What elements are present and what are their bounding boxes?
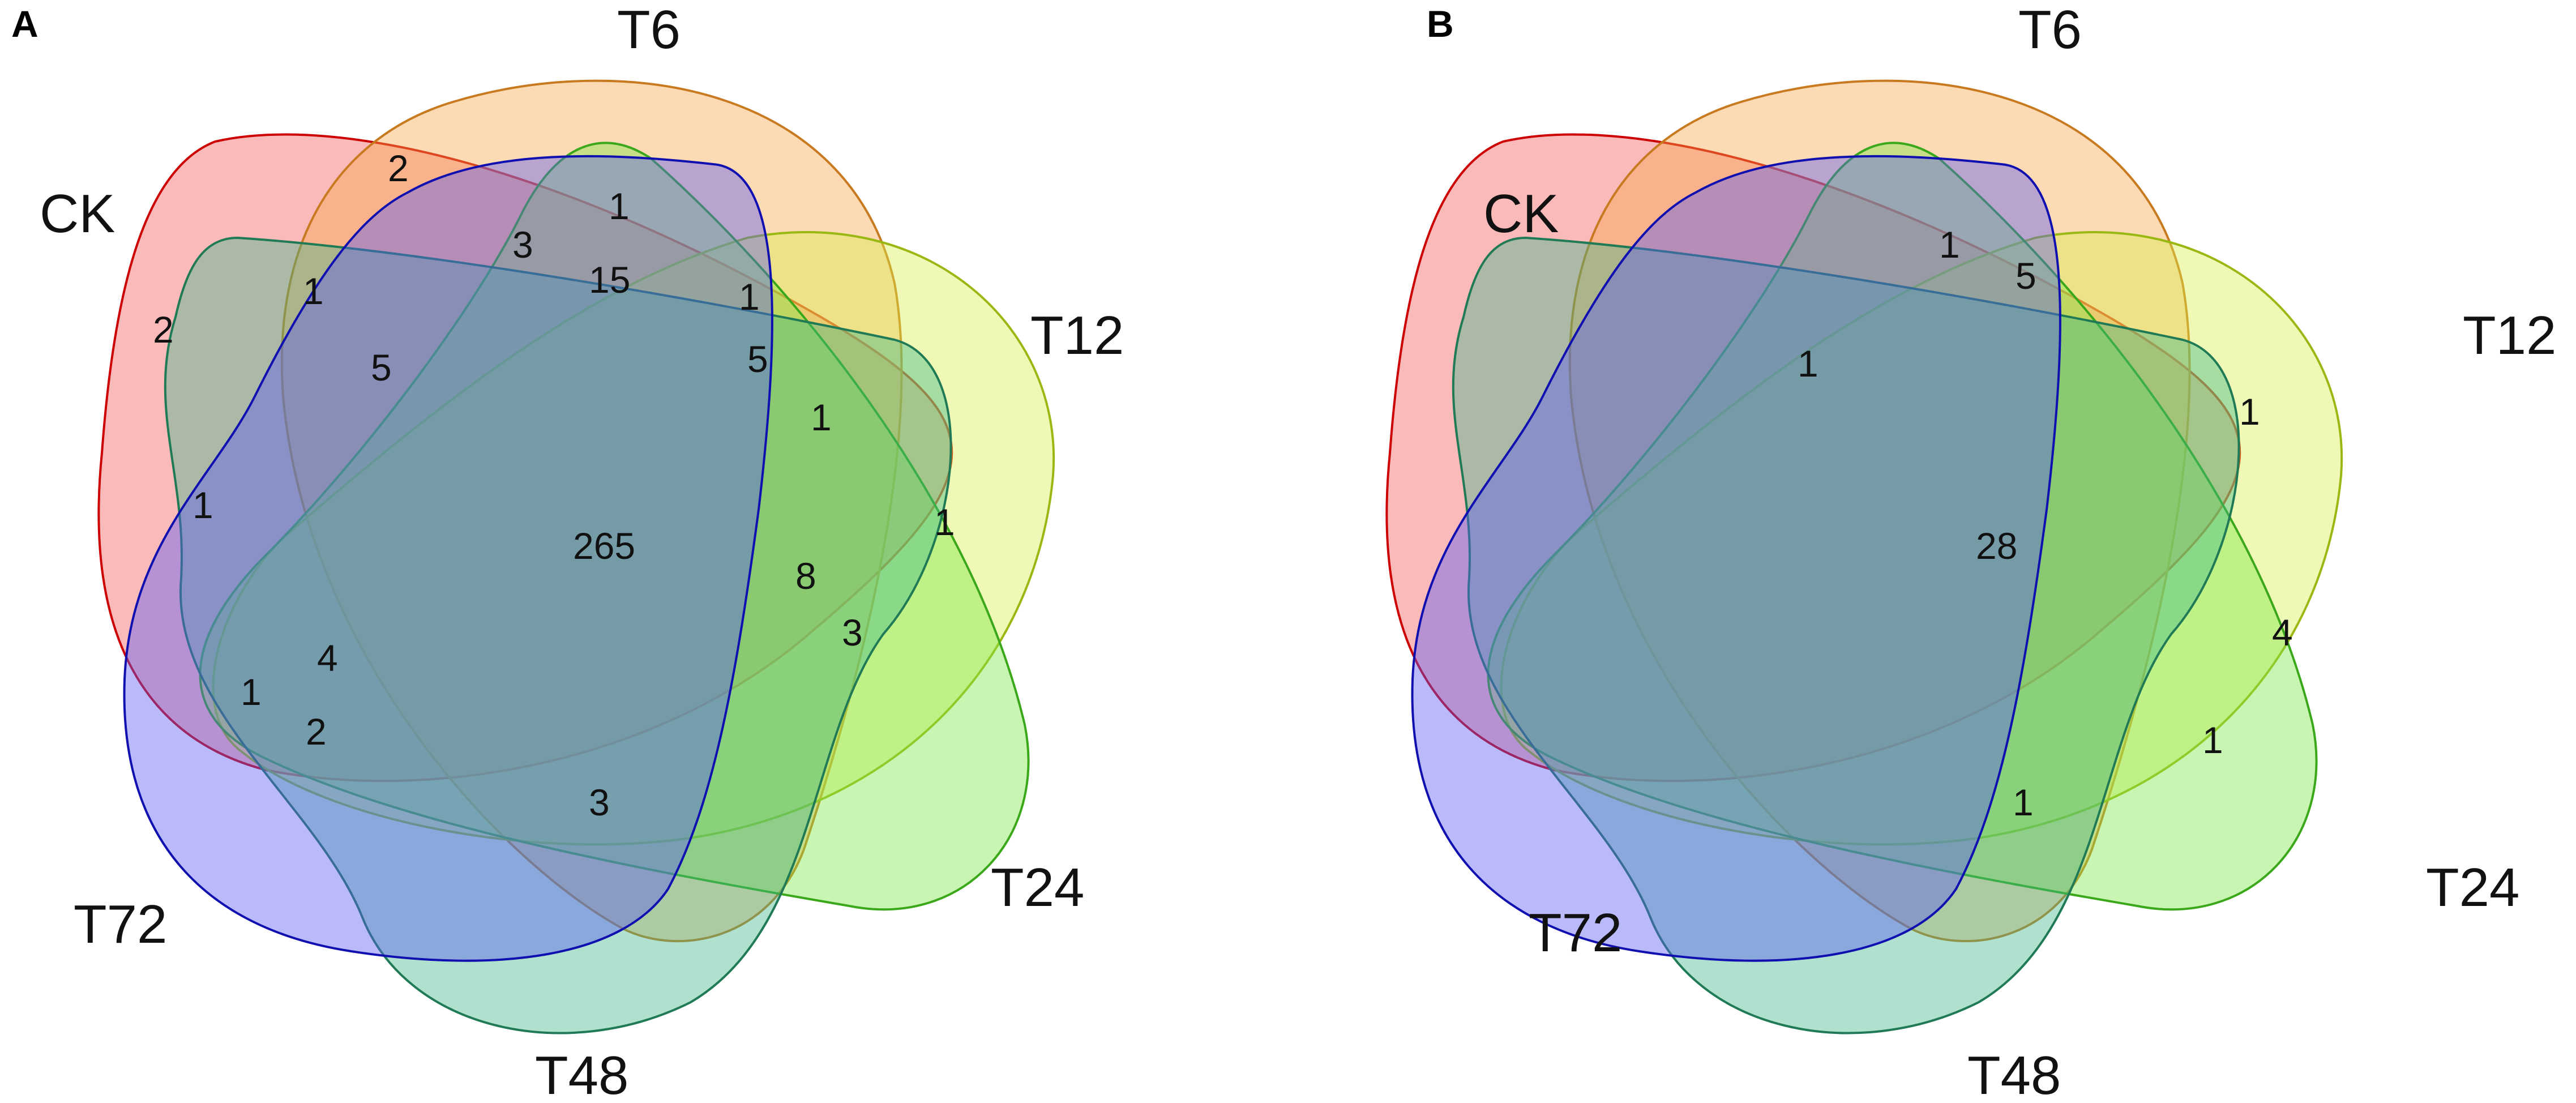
venn-shapes <box>97 79 1055 1034</box>
region-count: 15 <box>589 259 630 301</box>
region-counts: 1 5 1 1 28 4 1 1 <box>1798 224 2293 823</box>
set-label-t24: T24 <box>2426 857 2519 918</box>
set-ellipse-t72 <box>123 155 773 962</box>
set-ellipse-t48 <box>164 236 952 1034</box>
region-count: 3 <box>512 224 533 266</box>
region-count: 2 <box>388 147 409 189</box>
venn-panel-b: B CK T6 T12 T24 T48 T72 1 5 1 1 28 4 1 1 <box>1288 0 2576 1103</box>
set-ellipse-ck <box>97 133 953 783</box>
region-count: 1 <box>241 671 262 713</box>
region-count: 1 <box>303 270 324 312</box>
region-count: 1 <box>1798 343 1818 384</box>
set-label-t72: T72 <box>74 894 167 955</box>
region-count: 1 <box>811 396 832 438</box>
region-count: 28 <box>1976 525 2017 567</box>
set-ellipse-t72 <box>1411 155 2061 962</box>
venn-shapes <box>1385 79 2343 1034</box>
region-count: 2 <box>306 711 327 753</box>
panel-letter: B <box>1427 3 1454 45</box>
venn-panel-a: A CK T6 T12 T24 T48 T72 2 2 1 <box>11 0 1124 1103</box>
set-labels: CK T6 T12 T24 T48 T72 <box>40 0 1124 1103</box>
set-ellipse-t24 <box>1487 142 2318 911</box>
set-label-t12: T12 <box>1030 305 1124 366</box>
region-count: 5 <box>2016 255 2036 297</box>
region-count: 1 <box>934 501 955 543</box>
set-label-t48: T48 <box>535 1045 628 1103</box>
region-count: 1 <box>1939 224 1960 266</box>
venn-diagram-a: A CK T6 T12 T24 T48 T72 2 2 1 <box>11 0 1124 1103</box>
region-count: 1 <box>609 185 630 227</box>
region-count: 4 <box>2272 612 2293 653</box>
set-ellipse-t24 <box>199 142 1030 911</box>
region-count: 3 <box>842 612 863 653</box>
region-count: 3 <box>589 781 610 823</box>
set-label-t48: T48 <box>1967 1045 2061 1103</box>
region-count: 1 <box>2013 781 2034 823</box>
panel-letter: A <box>11 3 38 45</box>
region-count: 265 <box>573 525 635 567</box>
set-ellipse-t48 <box>1452 236 2240 1034</box>
set-label-ck: CK <box>1483 183 1559 244</box>
set-ellipse-ck <box>1385 133 2241 783</box>
region-count: 8 <box>795 555 816 597</box>
region-count: 5 <box>747 338 768 380</box>
set-label-t6: T6 <box>617 0 681 60</box>
region-count: 2 <box>153 309 174 350</box>
region-count: 1 <box>739 276 760 318</box>
region-count: 5 <box>371 347 392 388</box>
set-label-ck: CK <box>40 183 115 244</box>
set-label-t12: T12 <box>2463 305 2556 366</box>
set-ellipse-t6 <box>280 79 903 943</box>
set-labels: CK T6 T12 T24 T48 T72 <box>1483 0 2556 1103</box>
region-count: 1 <box>2202 719 2223 761</box>
region-counts: 2 2 1 3 15 1 1 5 5 1 1 1 265 8 3 4 1 2 3 <box>153 147 955 823</box>
region-count: 1 <box>2239 391 2260 433</box>
set-ellipse-t6 <box>1568 79 2191 943</box>
venn-diagram-b: B CK T6 T12 T24 T48 T72 1 5 1 1 28 4 1 1 <box>1385 0 2556 1103</box>
region-count: 4 <box>317 637 338 679</box>
set-label-t72: T72 <box>1529 903 1622 963</box>
region-count: 1 <box>192 484 213 526</box>
set-label-t24: T24 <box>991 857 1084 918</box>
set-label-t6: T6 <box>2018 0 2082 60</box>
